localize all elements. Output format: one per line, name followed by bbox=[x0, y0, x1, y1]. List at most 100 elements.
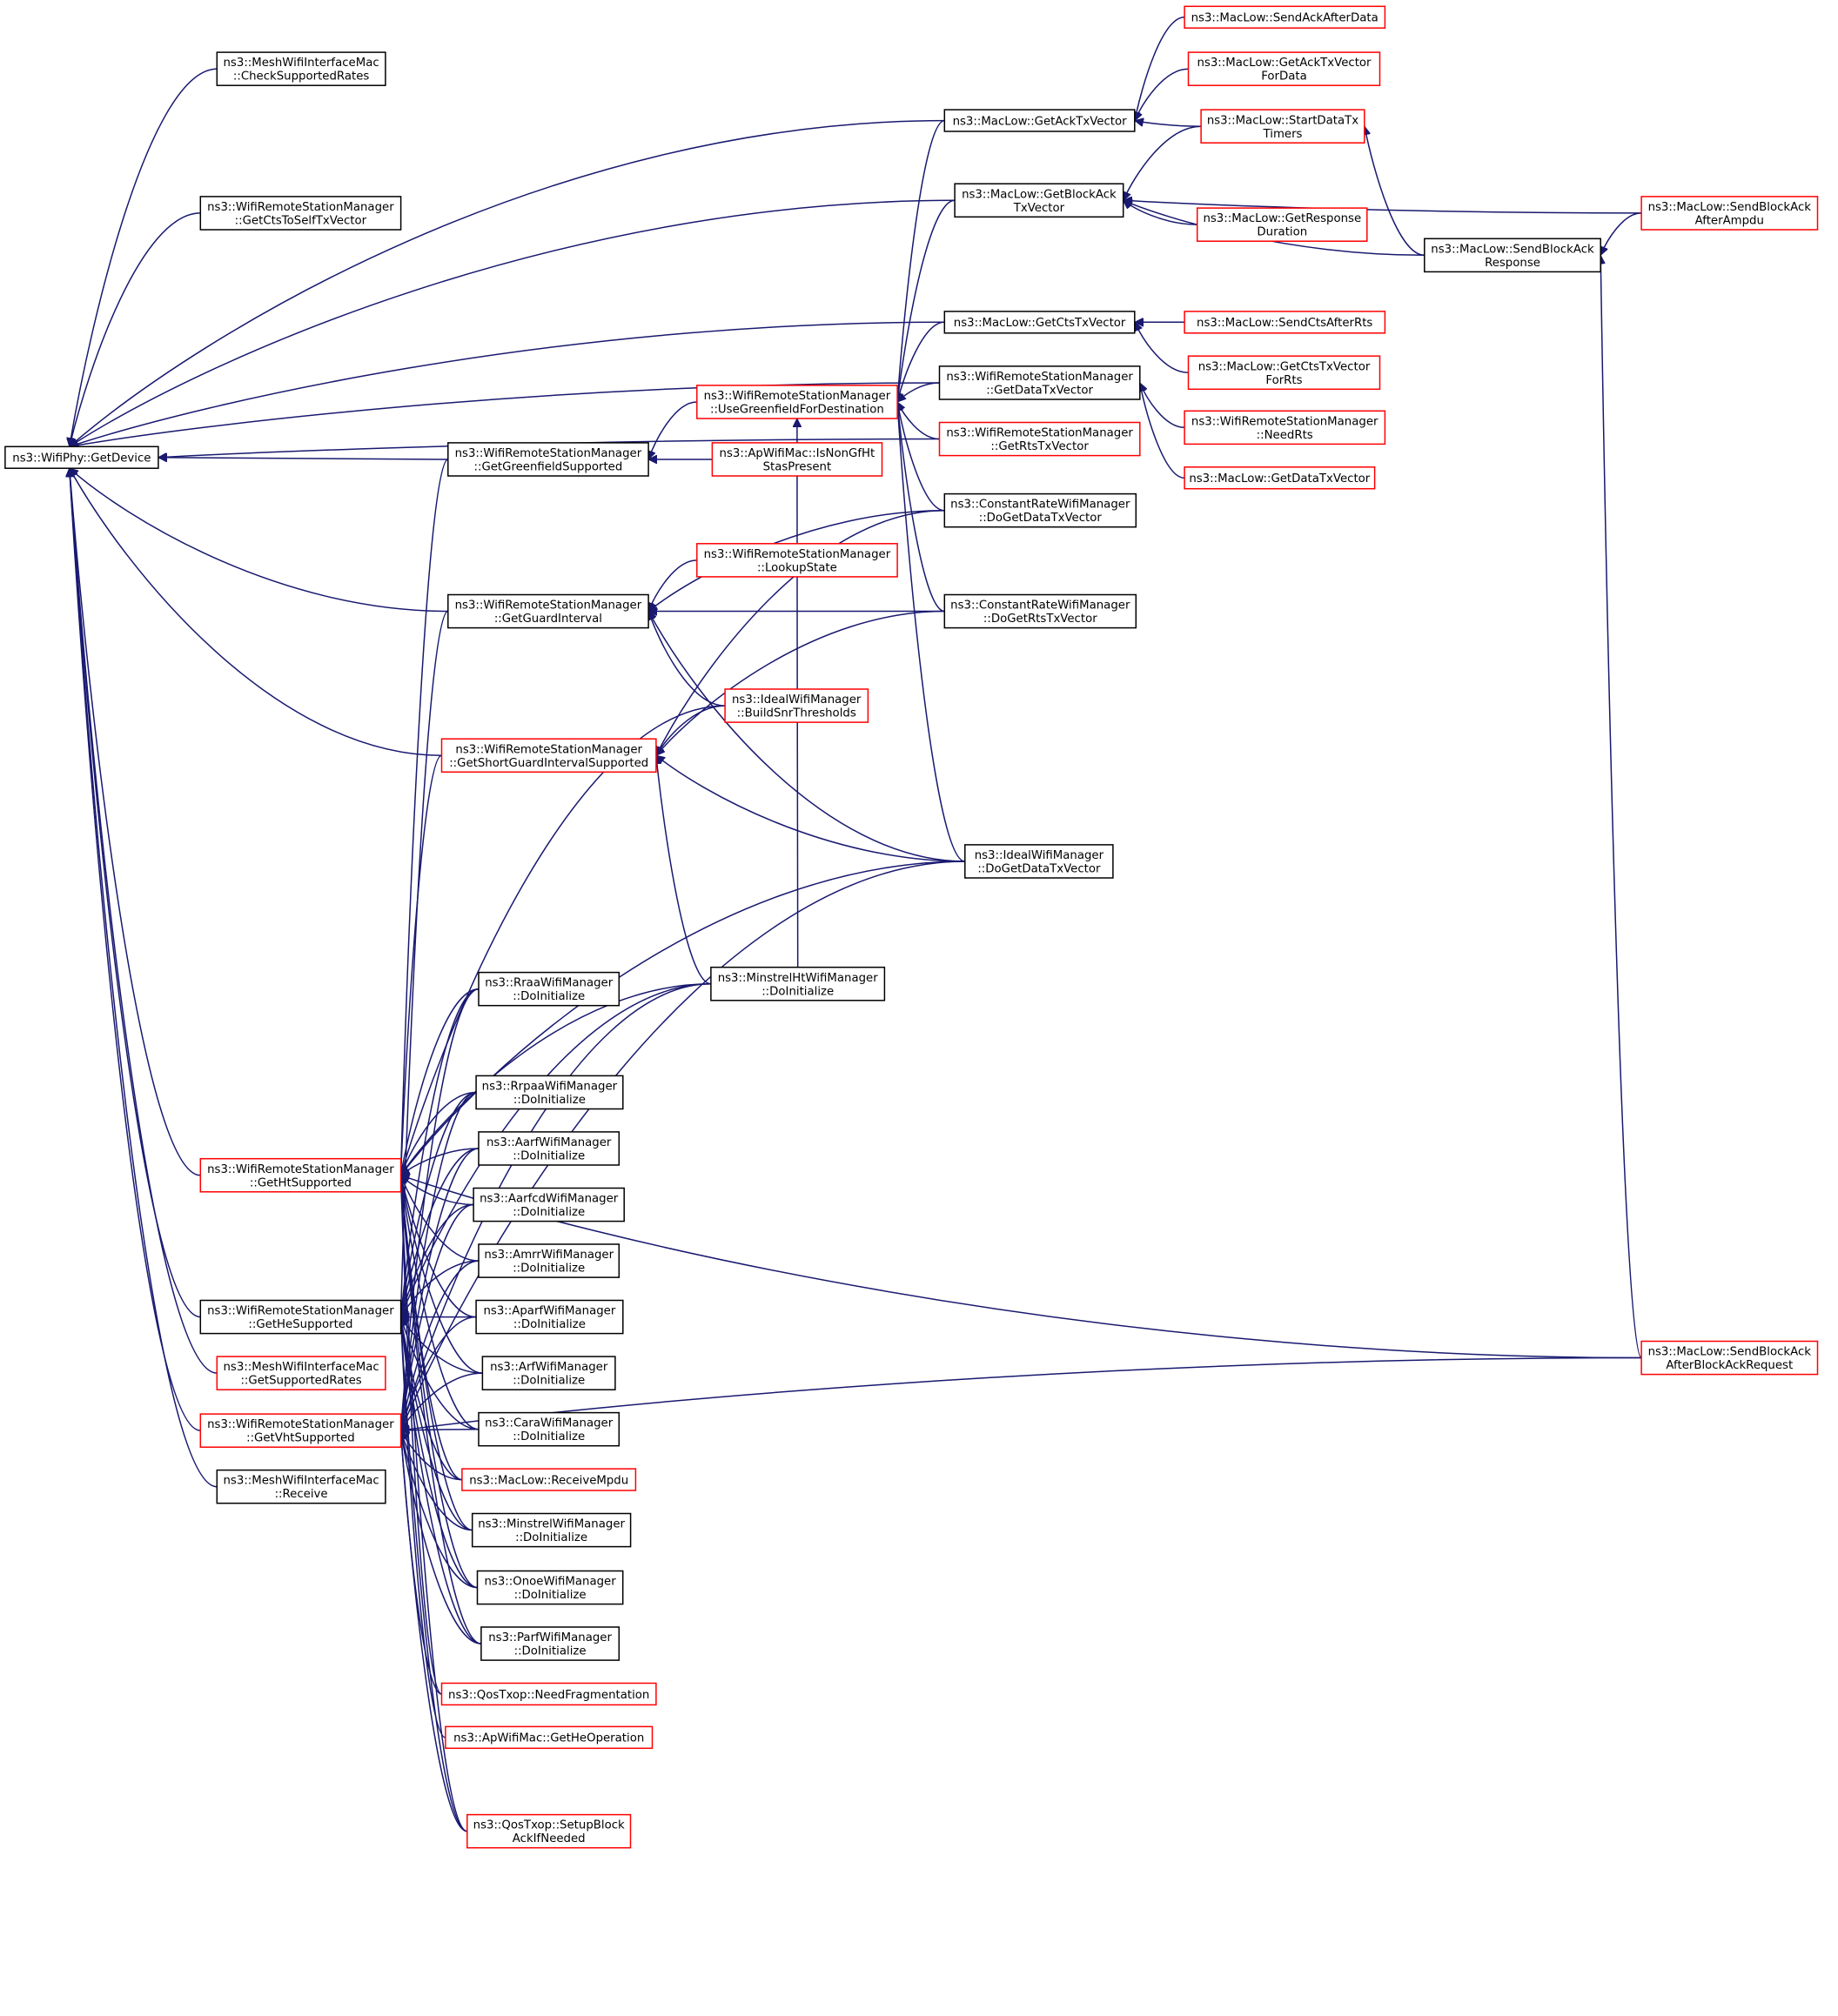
node-wrsm_vht[interactable]: ns3::WifiRemoteStationManager::GetVhtSup… bbox=[199, 1413, 402, 1448]
node-getdatatv[interactable]: ns3::MacLow::GetDataTxVector bbox=[1184, 466, 1376, 490]
node-label: ns3::MacLow::SendBlockAck bbox=[1648, 1346, 1812, 1359]
node-wrsm_ht[interactable]: ns3::WifiRemoteStationManager::GetHtSupp… bbox=[199, 1157, 402, 1193]
node-label: ns3::MacLow::GetResponse bbox=[1203, 212, 1361, 225]
node-bsnr[interactable]: ns3::IdealWifiManager::BuildSnrThreshold… bbox=[724, 688, 869, 723]
node-wrsm_grtv[interactable]: ns3::WifiRemoteStationManager::GetRtsTxV… bbox=[938, 421, 1141, 457]
node-needfrag[interactable]: ns3::QosTxop::NeedFragmentation bbox=[440, 1682, 657, 1706]
edge-minstrel-to-wrsm_he bbox=[401, 1317, 473, 1531]
node-getcts[interactable]: ns3::MacLow::GetCtsTxVector bbox=[943, 311, 1136, 334]
node-box bbox=[199, 1299, 402, 1335]
edge-getctsfr-to-getcts bbox=[1135, 322, 1189, 374]
node-label: ns3::MacLow::GetCtsTxVector bbox=[954, 317, 1126, 330]
node-aarfcd[interactable]: ns3::AarfcdWifiManager::DoInitialize bbox=[473, 1187, 625, 1222]
edge-getack-to-wrsm_ugfd bbox=[897, 119, 945, 402]
node-sbabar[interactable]: ns3::MacLow::SendBlockAckAfterBlockAckRe… bbox=[1640, 1340, 1819, 1376]
node-label: ns3::WifiRemoteStationManager bbox=[207, 1305, 394, 1318]
node-label: ns3::WifiRemoteStationManager bbox=[455, 447, 642, 460]
node-mwim_gsr[interactable]: ns3::MeshWifiInterfaceMac::GetSupportedR… bbox=[216, 1356, 386, 1390]
node-wrsm_ugfd[interactable]: ns3::WifiRemoteStationManager::UseGreenf… bbox=[696, 385, 898, 419]
edge-mwim_csr-to-root bbox=[70, 68, 218, 446]
node-label: ns3::AparfWifiManager bbox=[483, 1305, 615, 1318]
node-wrsm_sgis[interactable]: ns3::WifiRemoteStationManager::GetShortG… bbox=[440, 738, 657, 774]
edge-amrr-to-wrsm_vht bbox=[401, 1260, 480, 1430]
node-minstrelht[interactable]: ns3::MinstrelHtWifiManager::DoInitialize bbox=[710, 966, 886, 1001]
node-box bbox=[478, 971, 620, 1007]
node-getack[interactable]: ns3::MacLow::GetAckTxVector bbox=[943, 109, 1136, 132]
edge-sbabar-to-sbaresp bbox=[1600, 255, 1642, 1359]
node-onoe[interactable]: ns3::OnoeWifiManager::DoInitialize bbox=[476, 1570, 624, 1605]
node-wrsm_he[interactable]: ns3::WifiRemoteStationManager::GetHeSupp… bbox=[199, 1299, 402, 1335]
node-label: TxVector bbox=[1013, 202, 1065, 215]
node-rrpaa[interactable]: ns3::RrpaaWifiManager::DoInitialize bbox=[475, 1075, 624, 1110]
edge-wrsm_ht-to-root bbox=[70, 468, 201, 1176]
node-label: ::DoInitialize bbox=[513, 1430, 585, 1443]
node-wrsm_gfs[interactable]: ns3::WifiRemoteStationManager::GetGreenf… bbox=[447, 442, 649, 477]
node-box bbox=[943, 593, 1137, 629]
node-crwm_dgd[interactable]: ns3::ConstantRateWifiManager::DoGetDataT… bbox=[943, 492, 1137, 528]
node-label: ns3::WifiRemoteStationManager bbox=[455, 743, 642, 756]
edge-getcts-to-wrsm_ugfd bbox=[897, 321, 945, 402]
node-layer: ns3::WifiPhy::GetDevicens3::MeshWifiInte… bbox=[4, 5, 1819, 1849]
node-wrsm_gi[interactable]: ns3::WifiRemoteStationManager::GetGuardI… bbox=[447, 593, 649, 629]
node-needrts[interactable]: ns3::WifiRemoteStationManager::NeedRts bbox=[1184, 410, 1386, 445]
node-box bbox=[440, 738, 657, 774]
edge-lookup-to-wrsm_gi bbox=[648, 559, 697, 612]
node-root[interactable]: ns3::WifiPhy::GetDevice bbox=[4, 445, 159, 469]
node-minstrel[interactable]: ns3::MinstrelWifiManager::DoInitialize bbox=[471, 1512, 632, 1548]
node-label: ::GetGreenfieldSupported bbox=[473, 461, 622, 474]
node-label: ::NeedRts bbox=[1257, 429, 1313, 442]
node-cara[interactable]: ns3::CaraWifiManager::DoInitialize bbox=[478, 1411, 620, 1447]
edge-startdata-to-getba bbox=[1124, 125, 1202, 200]
node-wrsm_ctsself[interactable]: ns3::WifiRemoteStationManager::GetCtsToS… bbox=[199, 196, 402, 231]
edge-startdata-to-getack bbox=[1135, 121, 1202, 127]
node-label: ::DoInitialize bbox=[513, 1094, 586, 1107]
node-aarf[interactable]: ns3::AarfWifiManager::DoInitialize bbox=[478, 1131, 620, 1166]
node-rraa[interactable]: ns3::RraaWifiManager::DoInitialize bbox=[478, 971, 620, 1007]
node-label: ::LookupState bbox=[757, 561, 837, 574]
node-label: ::DoGetRtsTxVector bbox=[983, 613, 1097, 626]
node-box bbox=[1184, 466, 1376, 490]
node-label: ns3::MinstrelHtWifiManager bbox=[718, 972, 879, 985]
node-getheop[interactable]: ns3::ApWifiMac::GetHeOperation bbox=[445, 1725, 654, 1750]
node-sendack[interactable]: ns3::MacLow::SendAckAfterData bbox=[1184, 5, 1386, 29]
node-label: Response bbox=[1485, 257, 1540, 270]
node-sendctsrts[interactable]: ns3::MacLow::SendCtsAfterRts bbox=[1184, 311, 1386, 334]
node-arf[interactable]: ns3::ArfWifiManager::DoInitialize bbox=[481, 1356, 616, 1390]
node-label: ns3::MacLow::GetDataTxVector bbox=[1189, 472, 1370, 486]
node-box bbox=[447, 442, 649, 477]
node-parf[interactable]: ns3::ParfWifiManager::DoInitialize bbox=[480, 1626, 620, 1661]
node-box bbox=[478, 1131, 620, 1166]
node-aparf[interactable]: ns3::AparfWifiManager::DoInitialize bbox=[475, 1299, 624, 1335]
node-box bbox=[964, 844, 1114, 879]
node-label: ns3::MacLow::GetCtsTxVector bbox=[1198, 360, 1371, 373]
node-box bbox=[473, 1187, 625, 1222]
node-mwim_csr[interactable]: ns3::MeshWifiInterfaceMac::CheckSupporte… bbox=[216, 51, 386, 86]
node-recvmpdu[interactable]: ns3::MacLow::ReceiveMpdu bbox=[461, 1468, 637, 1491]
node-lookup[interactable]: ns3::WifiRemoteStationManager::LookupSta… bbox=[696, 543, 898, 578]
node-mwim_recv[interactable]: ns3::MeshWifiInterfaceMac::Receive bbox=[216, 1469, 386, 1504]
node-label: ns3::MacLow::StartDataTx bbox=[1207, 114, 1358, 127]
node-label: AfterAmpdu bbox=[1695, 215, 1764, 228]
edge-cara-to-wrsm_ht bbox=[401, 1175, 480, 1430]
node-iwm_dgd[interactable]: ns3::IdealWifiManager::DoGetDataTxVector bbox=[964, 844, 1114, 879]
edge-setupba-to-wrsm_vht bbox=[401, 1430, 467, 1832]
node-wrsm_gdtv[interactable]: ns3::WifiRemoteStationManager::GetDataTx… bbox=[938, 365, 1141, 400]
node-label: ns3::AmrrWifiManager bbox=[484, 1249, 614, 1262]
node-label: ns3::WifiRemoteStationManager bbox=[704, 548, 891, 561]
edge-rrpaa-to-wrsm_vht bbox=[401, 1091, 477, 1431]
edge-aarf-to-wrsm_ht bbox=[401, 1148, 480, 1175]
node-label: ::GetRtsTxVector bbox=[990, 440, 1089, 453]
node-amrr[interactable]: ns3::AmrrWifiManager::DoInitialize bbox=[478, 1243, 620, 1278]
node-label: ns3::WifiRemoteStationManager bbox=[207, 201, 394, 214]
node-box bbox=[475, 1299, 624, 1335]
node-crwm_dgr[interactable]: ns3::ConstantRateWifiManager::DoGetRtsTx… bbox=[943, 593, 1137, 629]
